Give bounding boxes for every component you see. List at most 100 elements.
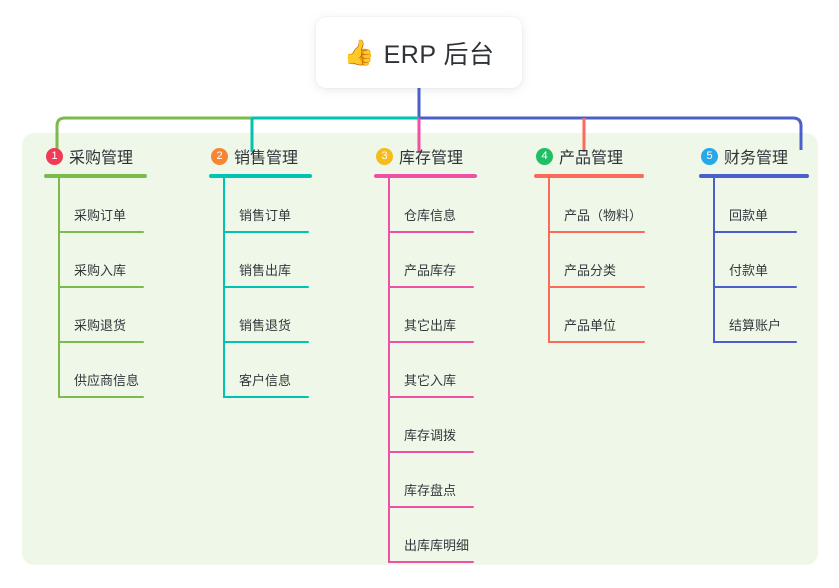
column-rule (534, 174, 644, 178)
list-item[interactable]: 销售订单 (209, 178, 312, 233)
column-spine (713, 178, 715, 343)
thumbs-up-icon: 👍 (343, 38, 375, 67)
item-label: 销售订单 (239, 208, 292, 223)
list-item[interactable]: 销售退货 (209, 288, 312, 343)
item-label: 产品单位 (564, 318, 617, 333)
list-item[interactable]: 库存调拨 (374, 398, 477, 453)
list-item[interactable]: 仓库信息 (374, 178, 477, 233)
list-item[interactable]: 采购入库 (44, 233, 147, 288)
column-4: 4 产品管理产品（物料） 产品分类产品单位 (534, 144, 645, 343)
list-item[interactable]: 供应商信息 (44, 343, 147, 398)
item-rule (223, 341, 309, 343)
column-5: 5 财务管理回款单付款单结算账户 (699, 144, 809, 343)
item-rule (713, 231, 797, 233)
item-list: 产品（物料） 产品分类产品单位 (534, 178, 645, 343)
item-label: 销售退货 (239, 318, 292, 333)
column-2: 2 销售管理销售订单销售出库销售退货客户信息 (209, 144, 312, 398)
list-item[interactable]: 销售出库 (209, 233, 312, 288)
item-label: 其它出库 (404, 318, 457, 333)
list-item[interactable]: 产品库存 (374, 233, 477, 288)
list-item[interactable]: 产品分类 (534, 233, 645, 288)
column-header-3[interactable]: 3 库存管理 (374, 144, 477, 168)
column-spine (388, 178, 390, 563)
item-rule (223, 396, 309, 398)
root-node[interactable]: 👍 ERP 后台 (316, 17, 522, 88)
number-badge-3: 3 (376, 147, 393, 165)
item-rule (58, 231, 144, 233)
item-label: 付款单 (729, 263, 769, 278)
item-label: 其它入库 (404, 373, 457, 388)
item-rule (58, 341, 144, 343)
list-item[interactable]: 其它入库 (374, 343, 477, 398)
list-item[interactable]: 回款单 (699, 178, 809, 233)
item-label: 客户信息 (239, 373, 292, 388)
column-header-2[interactable]: 2 销售管理 (209, 144, 312, 168)
column-title: 销售管理 (234, 150, 299, 167)
item-rule (548, 286, 645, 288)
list-item[interactable]: 结算账户 (699, 288, 809, 343)
item-rule (58, 286, 144, 288)
column-rule (44, 174, 147, 178)
column-spine (58, 178, 60, 398)
list-item[interactable]: 出库库明细 (374, 508, 477, 563)
column-spine (223, 178, 225, 398)
item-rule (388, 506, 474, 508)
item-list: 采购订单采购入库采购退货供应商信息 (44, 178, 147, 398)
number-badge-2: 2 (211, 147, 228, 165)
list-item[interactable]: 采购订单 (44, 178, 147, 233)
column-rule (209, 174, 312, 178)
item-label: 产品库存 (404, 263, 457, 278)
item-label: 结算账户 (729, 318, 782, 333)
column-1: 1 采购管理采购订单采购入库采购退货供应商信息 (44, 144, 147, 398)
number-badge-1: 1 (46, 147, 63, 165)
item-rule (58, 396, 144, 398)
column-header-5[interactable]: 5 财务管理 (699, 144, 809, 168)
column-title: 财务管理 (724, 150, 789, 167)
item-label: 采购订单 (74, 208, 127, 223)
list-item[interactable]: 采购退货 (44, 288, 147, 343)
list-item[interactable]: 库存盘点 (374, 453, 477, 508)
item-label: 回款单 (729, 208, 769, 223)
item-rule (388, 231, 474, 233)
item-label: 产品（物料） (564, 208, 643, 223)
item-rule (223, 231, 309, 233)
item-rule (548, 341, 645, 343)
root-title: ERP 后台 (383, 40, 495, 69)
item-rule (713, 341, 797, 343)
item-label: 出库库明细 (404, 538, 470, 553)
item-label: 产品分类 (564, 263, 617, 278)
item-rule (548, 231, 645, 233)
column-rule (699, 174, 809, 178)
list-item[interactable]: 产品单位 (534, 288, 645, 343)
list-item[interactable]: 其它出库 (374, 288, 477, 343)
list-item[interactable]: 产品（物料） (534, 178, 645, 233)
column-title: 采购管理 (69, 150, 134, 167)
item-rule (388, 396, 474, 398)
list-item[interactable]: 付款单 (699, 233, 809, 288)
item-rule (223, 286, 309, 288)
item-label: 采购入库 (74, 263, 127, 278)
item-list: 回款单付款单结算账户 (699, 178, 809, 343)
column-spine (548, 178, 550, 343)
number-badge-5: 5 (701, 147, 718, 165)
item-rule (388, 561, 474, 563)
diagram-panel (22, 133, 818, 565)
column-title: 库存管理 (399, 150, 464, 167)
item-rule (388, 341, 474, 343)
item-label: 销售出库 (239, 263, 292, 278)
column-title: 产品管理 (559, 150, 624, 167)
column-header-1[interactable]: 1 采购管理 (44, 144, 147, 168)
list-item[interactable]: 客户信息 (209, 343, 312, 398)
column-rule (374, 174, 477, 178)
item-label: 供应商信息 (74, 373, 140, 388)
item-rule (713, 286, 797, 288)
item-rule (388, 286, 474, 288)
item-rule (388, 451, 474, 453)
number-badge-4: 4 (536, 147, 553, 165)
column-header-4[interactable]: 4 产品管理 (534, 144, 644, 168)
item-label: 仓库信息 (404, 208, 457, 223)
item-label: 采购退货 (74, 318, 127, 333)
item-list: 仓库信息产品库存其它出库其它入库库存调拨库存盘点出库库明细 (374, 178, 477, 563)
item-label: 库存调拨 (404, 428, 457, 443)
